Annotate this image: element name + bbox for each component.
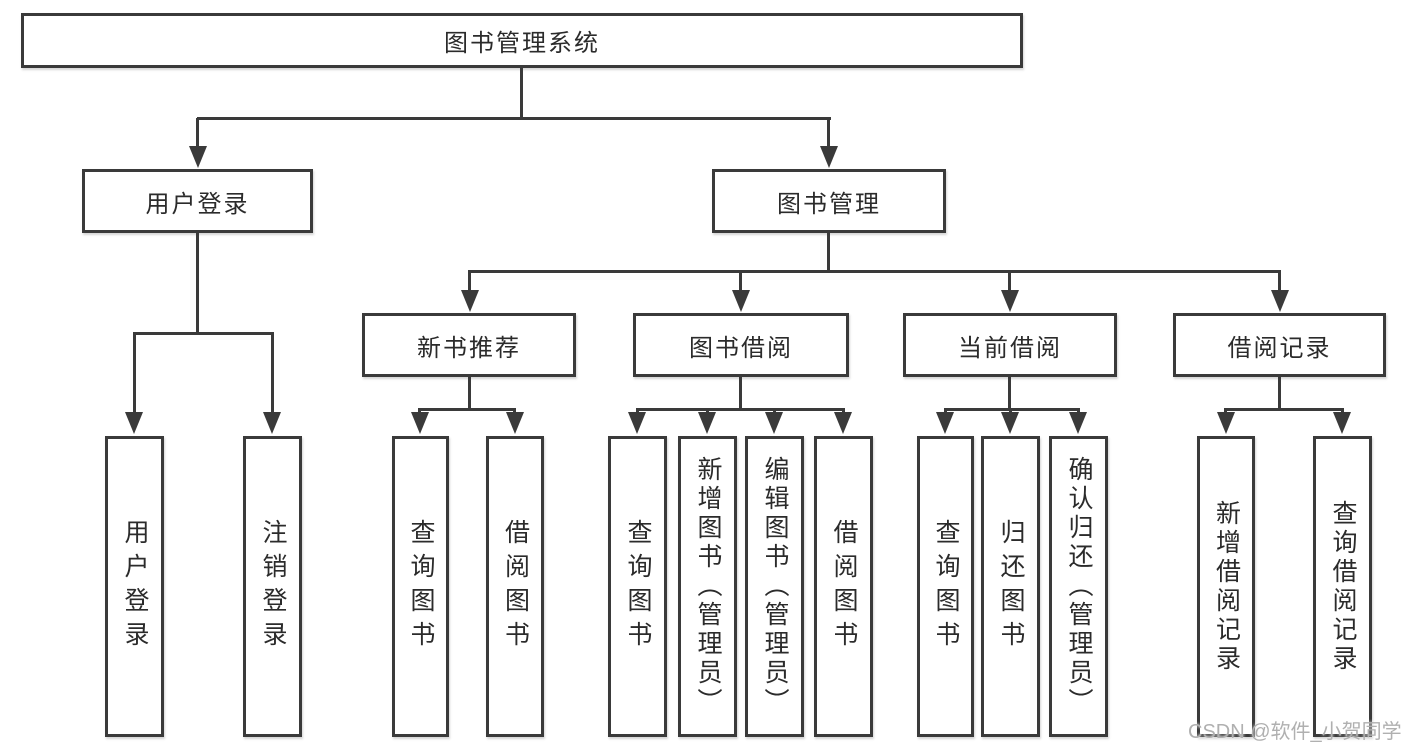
leaf-label: 借阅图书 — [501, 518, 530, 655]
leaf-add-borrow-record: 新增借阅记录 — [1197, 436, 1255, 737]
leaf-label: 归还图书 — [997, 518, 1025, 655]
leaf-user-login: 用户登录 — [105, 436, 164, 737]
arrow-down-icon — [1069, 412, 1087, 434]
node-new-book-recommend: 新书推荐 — [362, 313, 576, 377]
arrow-down-icon — [698, 412, 716, 434]
connector-current-borrow-bus — [944, 408, 1080, 411]
leaf-edit-book-admin: 编辑图书（管理员） — [745, 436, 804, 737]
arrow-down-icon — [765, 412, 783, 434]
connector-arrow-shaft-leaf-logout — [271, 332, 274, 414]
arrow-down-icon — [732, 290, 750, 312]
leaf-label: 查询图书 — [407, 518, 435, 655]
leaf-label: 查询图书 — [624, 518, 652, 655]
node-book-borrow: 图书借阅 — [633, 313, 849, 377]
arrow-down-icon — [461, 290, 479, 312]
connector-book-borrow-stem — [739, 377, 742, 411]
connector-level2-bus — [468, 270, 1281, 273]
connector-book-mgmt-stem — [827, 233, 830, 273]
leaf-add-book-admin: 新增图书（管理员） — [678, 436, 737, 737]
connector-arrow-shaft-current-borrow — [1008, 270, 1011, 294]
connector-book-borrow-bus — [636, 408, 845, 411]
leaf-borrow-books-recommend: 借阅图书 — [486, 436, 544, 737]
leaf-label: 借阅图书 — [830, 518, 858, 655]
node-root: 图书管理系统 — [21, 13, 1023, 68]
node-user-login: 用户登录 — [82, 169, 313, 233]
leaf-borrow-books: 借阅图书 — [814, 436, 873, 737]
arrow-down-icon — [834, 412, 852, 434]
node-user-login-label: 用户登录 — [145, 190, 250, 218]
arrow-down-icon — [506, 412, 524, 434]
connector-borrow-records-bus — [1224, 408, 1343, 411]
connector-root-stem — [520, 68, 523, 118]
arrow-down-icon — [1333, 412, 1351, 434]
node-root-label: 图书管理系统 — [444, 30, 600, 57]
node-borrow-records-label: 借阅记录 — [1227, 334, 1332, 362]
connector-new-book-bus — [418, 408, 516, 411]
leaf-label: 新增图书（管理员） — [694, 456, 722, 717]
connector-arrow-shaft-user-login — [196, 118, 199, 148]
connector-level1-bus — [197, 117, 831, 120]
arrow-down-icon — [125, 412, 143, 434]
arrow-down-icon — [1001, 412, 1019, 434]
connector-arrow-shaft-book-mgmt — [827, 118, 830, 148]
connector-user-login-bus — [133, 332, 273, 335]
leaf-return-book: 归还图书 — [981, 436, 1040, 737]
leaf-query-books-borrow: 查询图书 — [608, 436, 667, 737]
leaf-query-books-recommend: 查询图书 — [392, 436, 449, 737]
arrow-down-icon — [936, 412, 954, 434]
leaf-label: 用户登录 — [121, 518, 149, 655]
connector-arrow-shaft-leaf-login — [133, 332, 136, 414]
arrow-down-icon — [263, 412, 281, 434]
leaf-logout: 注销登录 — [243, 436, 302, 737]
node-current-borrow: 当前借阅 — [903, 313, 1117, 377]
connector-arrow-shaft-borrow-records — [1278, 270, 1281, 294]
watermark: CSDN @软件_小贺同学 — [1188, 721, 1402, 743]
arrow-down-icon — [1001, 290, 1019, 312]
arrow-down-icon — [411, 412, 429, 434]
leaf-label: 查询图书 — [932, 518, 960, 655]
node-new-book-recommend-label: 新书推荐 — [417, 334, 521, 362]
leaf-query-borrow-record: 查询借阅记录 — [1313, 436, 1372, 737]
leaf-label: 新增借阅记录 — [1212, 499, 1241, 674]
connector-arrow-shaft-book-borrow — [739, 270, 742, 294]
arrow-down-icon — [1217, 412, 1235, 434]
node-current-borrow-label: 当前借阅 — [958, 334, 1062, 362]
connector-arrow-shaft-new-book — [468, 270, 471, 294]
leaf-confirm-return-admin: 确认归还（管理员） — [1049, 436, 1108, 737]
leaf-label: 确认归还（管理员） — [1065, 456, 1093, 717]
node-book-mgmt: 图书管理 — [712, 169, 946, 233]
leaf-label: 查询借阅记录 — [1329, 499, 1357, 674]
connector-borrow-records-stem — [1278, 377, 1281, 411]
leaf-query-books-current: 查询图书 — [917, 436, 974, 737]
arrow-down-icon — [189, 146, 207, 168]
arrow-down-icon — [628, 412, 646, 434]
connector-current-borrow-stem — [1008, 377, 1011, 411]
arrow-down-icon — [1271, 290, 1289, 312]
leaf-label: 注销登录 — [259, 518, 287, 655]
connector-new-book-stem — [468, 377, 471, 411]
node-borrow-records: 借阅记录 — [1173, 313, 1386, 377]
arrow-down-icon — [820, 146, 838, 168]
connector-user-login-stem — [196, 233, 199, 334]
leaf-label: 编辑图书（管理员） — [761, 456, 789, 717]
node-book-borrow-label: 图书借阅 — [689, 334, 793, 362]
node-book-mgmt-label: 图书管理 — [777, 190, 881, 218]
